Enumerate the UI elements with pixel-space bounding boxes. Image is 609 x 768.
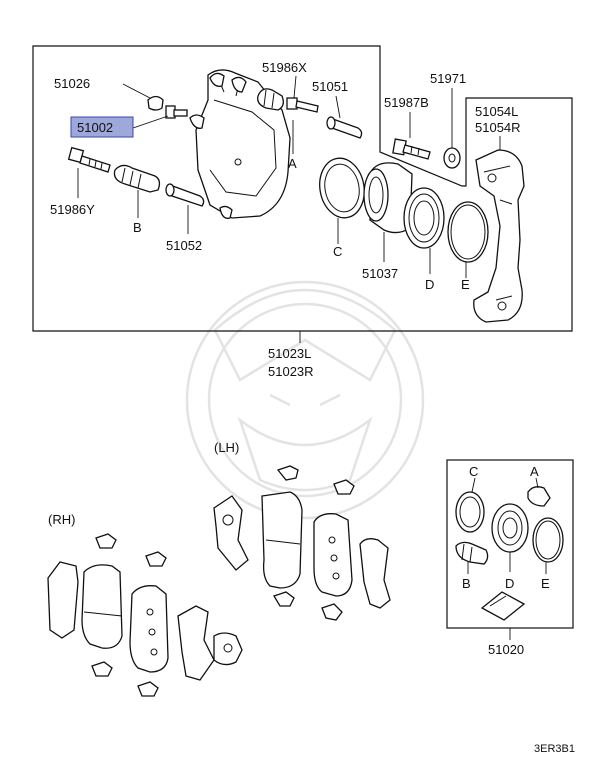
part-51971-washer[interactable]	[443, 88, 461, 169]
callout-51020[interactable]: 51020	[488, 642, 524, 657]
letter-E-main: E	[461, 277, 470, 292]
callout-51026[interactable]: 51026	[54, 76, 90, 91]
callout-51971[interactable]: 51971	[430, 71, 466, 86]
diagram-code: 3ER3B1	[534, 743, 575, 755]
part-51986Y-bolt[interactable]	[67, 146, 111, 198]
callout-51052[interactable]: 51052	[166, 238, 202, 253]
letter-C-main: C	[333, 244, 342, 259]
letter-D-kit: D	[505, 576, 514, 591]
part-51051-pin[interactable]	[326, 95, 363, 139]
letter-A-kit: A	[530, 464, 539, 479]
callout-51987B[interactable]: 51987B	[384, 95, 429, 110]
callout-51023R[interactable]: 51023R	[268, 364, 314, 379]
kit-part-B-boot[interactable]	[455, 541, 489, 574]
caliper-assembly-box	[32, 45, 573, 343]
part-B-boot[interactable]	[113, 164, 161, 218]
callout-51002[interactable]: 51002	[77, 120, 113, 135]
callout-51054R[interactable]: 51054R	[475, 120, 521, 135]
part-D-boot[interactable]	[403, 187, 445, 274]
kit-part-E-ring[interactable]	[532, 517, 564, 574]
letter-E-kit: E	[541, 576, 550, 591]
rh-brake-pad-set[interactable]	[47, 533, 243, 697]
callout-51054L[interactable]: 51054L	[475, 104, 518, 119]
part-E-ring[interactable]	[447, 201, 489, 278]
part-51986X-bolt[interactable]	[286, 75, 319, 113]
letter-A-main: A	[288, 156, 297, 171]
label-rh: (RH)	[48, 512, 75, 527]
part-51987B-bolt[interactable]	[392, 112, 431, 160]
kit-part-A-boot[interactable]	[527, 477, 551, 507]
kit-part-C-seal[interactable]	[455, 477, 485, 533]
label-lh: (LH)	[214, 440, 239, 455]
highlight-51002	[70, 116, 134, 138]
callout-51037[interactable]: 51037	[362, 266, 398, 281]
part-51037-piston[interactable]	[363, 162, 413, 262]
seal-kit-box	[446, 459, 574, 640]
part-51002-bleeder[interactable]	[132, 105, 188, 129]
lh-brake-pad-set[interactable]	[213, 465, 391, 621]
part-A-boot[interactable]	[257, 88, 294, 154]
callout-51023L[interactable]: 51023L	[268, 346, 311, 361]
part-51052-pin[interactable]	[165, 183, 205, 234]
part-51026-cap[interactable]	[122, 83, 164, 111]
part-C-seal[interactable]	[315, 155, 369, 244]
kit-part-D-boot[interactable]	[491, 503, 529, 572]
part-51054-bracket[interactable]	[473, 136, 525, 323]
letter-D-main: D	[425, 277, 434, 292]
callout-51986Y[interactable]: 51986Y	[50, 202, 95, 217]
callout-51051[interactable]: 51051	[312, 79, 348, 94]
watermark-emblem	[185, 280, 425, 520]
letter-C-kit: C	[469, 464, 478, 479]
callout-51986X[interactable]: 51986X	[262, 60, 307, 75]
letter-B-kit: B	[462, 576, 471, 591]
kit-part-grease-packet[interactable]	[480, 591, 526, 621]
letter-B-main: B	[133, 220, 142, 235]
